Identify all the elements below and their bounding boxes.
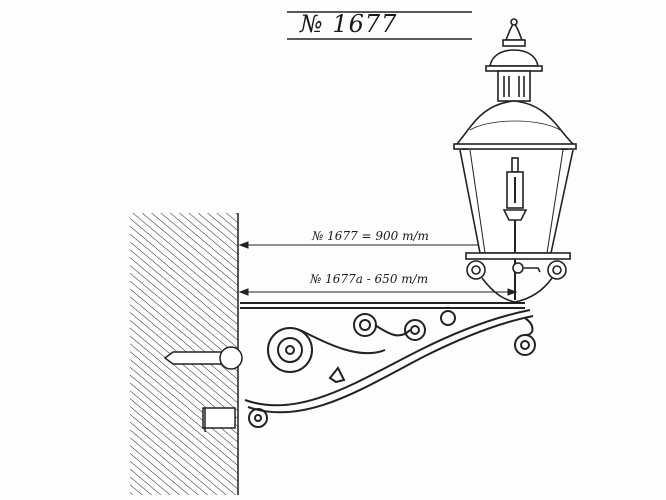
drawing-title: № 1677	[300, 10, 398, 38]
wall-anchor-upper	[163, 346, 243, 370]
wall-anchor-lower	[202, 407, 236, 432]
dimension-label-650: № 1677a - 650 m/m	[310, 272, 429, 286]
title-frame	[287, 11, 472, 40]
dimension-label-900: № 1677 = 900 m/m	[312, 229, 429, 243]
lantern	[453, 18, 577, 303]
ornamental-bracket	[240, 302, 536, 428]
